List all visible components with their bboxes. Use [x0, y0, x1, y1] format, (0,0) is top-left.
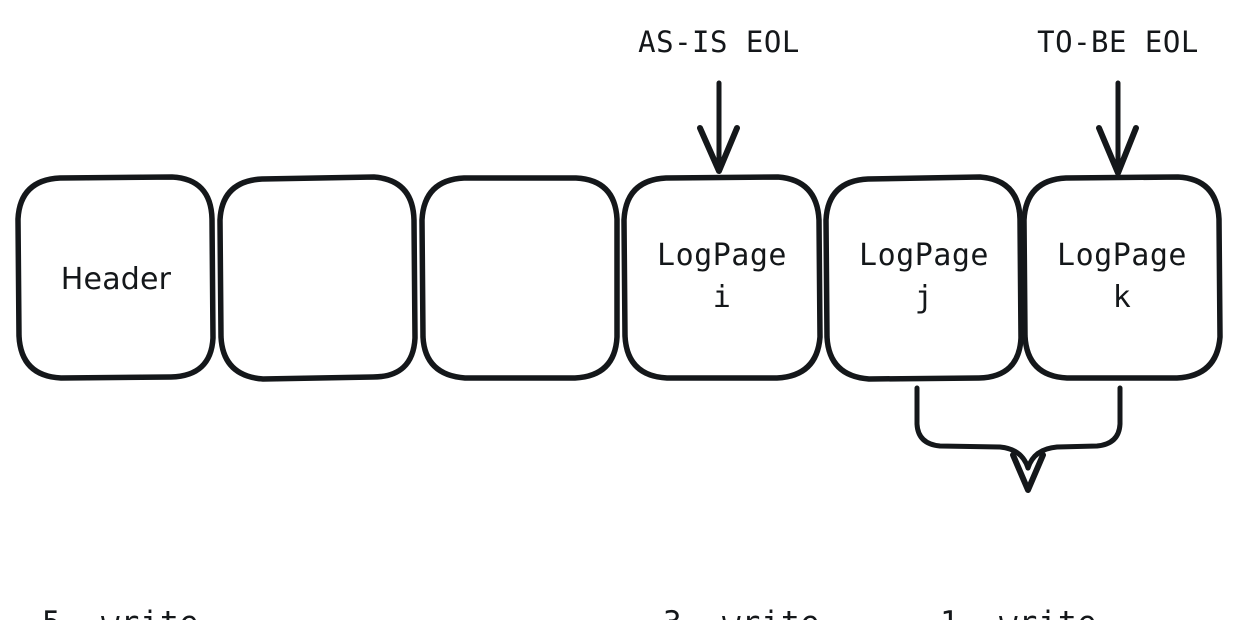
- box-logpage-k-title: LogPage: [1057, 238, 1187, 273]
- box-logpage-j-index: j: [914, 280, 934, 315]
- box-logpage-k-shape[interactable]: [1021, 174, 1223, 381]
- to-be-eol-label: TO-BE EOL: [1037, 25, 1199, 59]
- box-logpage-k-index: k: [1112, 280, 1132, 315]
- box-logpage-j-title: LogPage: [859, 238, 989, 273]
- steps-logpage-i: 3. write 4. fsync: [663, 498, 820, 620]
- brace-jk-arrow: [914, 385, 1123, 493]
- box-empty-2-shape[interactable]: [419, 175, 620, 381]
- steps-logpage-i-line-1: 3. write: [663, 598, 820, 620]
- steps-header: 5. write 6. fsync: [42, 498, 199, 620]
- steps-logpage-jk: 1. write 2. fsync: [940, 498, 1097, 620]
- box-header-label: Header: [60, 262, 172, 297]
- box-logpage-j-shape[interactable]: [823, 174, 1024, 382]
- steps-logpage-jk-line-1: 1. write: [940, 598, 1097, 620]
- box-empty-1-shape[interactable]: [217, 174, 418, 382]
- box-logpage-i-title: LogPage: [657, 238, 787, 273]
- as-is-eol-arrow: [697, 80, 740, 174]
- box-logpage-i-shape[interactable]: [621, 174, 823, 381]
- box-header-shape[interactable]: [15, 174, 216, 381]
- box-logpage-k-label: LogPage k: [1024, 235, 1220, 319]
- box-logpage-j-label: LogPage j: [826, 235, 1022, 319]
- as-is-eol-label: AS-IS EOL: [638, 25, 800, 59]
- box-logpage-i-label: LogPage i: [624, 235, 820, 319]
- steps-header-line-1: 5. write: [42, 598, 199, 620]
- box-logpage-i-index: i: [712, 280, 732, 315]
- to-be-eol-arrow: [1096, 80, 1139, 176]
